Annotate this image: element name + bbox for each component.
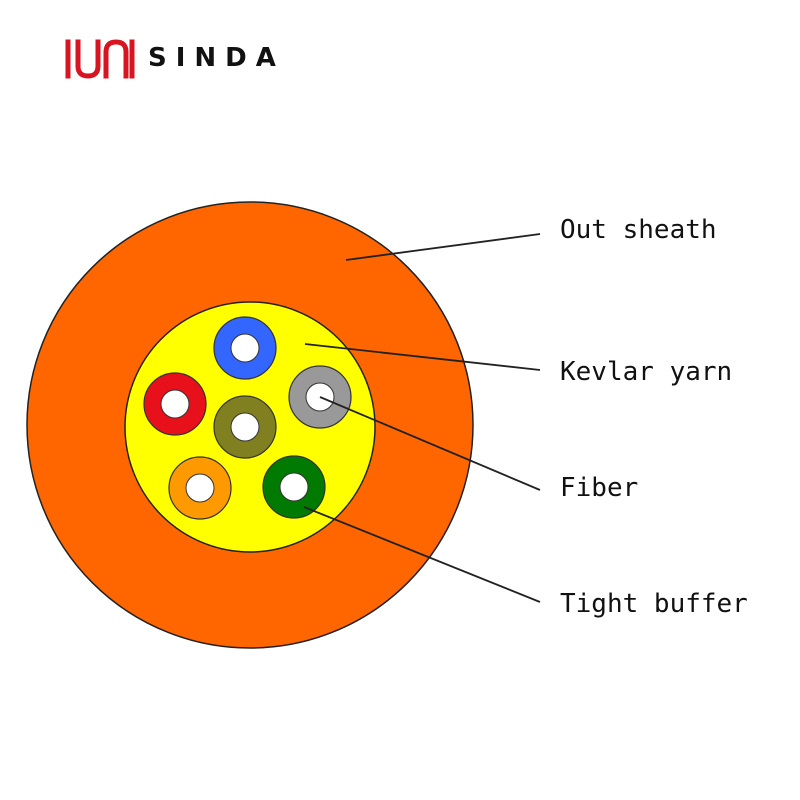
label-tight-buffer: Tight buffer	[560, 589, 748, 619]
label-out-sheath: Out sheath	[560, 215, 717, 245]
label-kevlar-yarn: Kevlar yarn	[560, 357, 732, 387]
label-fiber: Fiber	[560, 473, 638, 503]
tight-buffer-blue	[213, 316, 277, 380]
brand-logo: SINDA	[64, 36, 285, 80]
fiber-core	[185, 473, 215, 503]
fiber-core	[230, 412, 260, 442]
brand-name: SINDA	[148, 43, 285, 73]
tight-buffer-olive	[213, 395, 277, 459]
fiber-core	[279, 472, 309, 502]
leader-line-tight-buffer	[303, 506, 541, 603]
tight-buffer-orange	[168, 456, 232, 520]
sinda-logo-icon	[65, 39, 135, 79]
tight-buffer-red	[143, 372, 207, 436]
tight-buffer-group	[143, 316, 352, 520]
leader-line-kevlar-yarn	[304, 343, 541, 371]
leader-line-out-sheath	[345, 233, 541, 261]
leader-line-fiber	[319, 396, 541, 491]
tight-buffer-green	[262, 455, 326, 519]
fiber-core	[230, 333, 260, 363]
fiber-core	[160, 389, 190, 419]
